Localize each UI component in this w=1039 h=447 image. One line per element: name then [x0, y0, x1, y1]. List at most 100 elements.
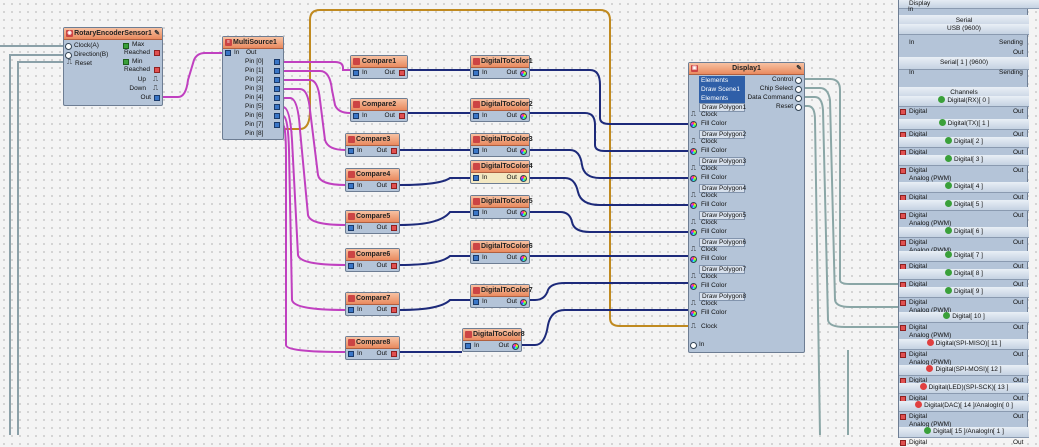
display-right-pin-connector[interactable] [795, 86, 802, 93]
wire-clock-loop[interactable] [283, 9, 690, 327]
max-reached-pin[interactable] [154, 50, 160, 56]
out-pin-connector[interactable] [154, 95, 160, 101]
color-in-pin[interactable] [473, 175, 479, 181]
up-pin-connector[interactable]: ⎍ [153, 76, 158, 83]
draw-scene-row[interactable]: Draw Scene1 [699, 85, 745, 94]
color-out-pin[interactable] [520, 148, 527, 155]
arduino-digital-connector[interactable] [900, 300, 906, 306]
arduino-digital-connector[interactable] [900, 440, 906, 446]
color-in-pin[interactable] [473, 148, 479, 154]
color-in-pin[interactable] [473, 299, 479, 305]
arduino-digital-connector[interactable] [900, 352, 906, 358]
compare-in-pin[interactable] [348, 148, 354, 154]
display-component[interactable]: ▣Display1✎ Elements Draw Scene1 Elements… [688, 62, 805, 353]
arduino-digital-connector[interactable] [900, 325, 906, 331]
compare-out-pin[interactable] [399, 113, 405, 119]
compare-out-pin[interactable] [391, 307, 397, 313]
wire-c5[interactable] [399, 211, 470, 226]
color-out-pin[interactable] [520, 299, 527, 306]
display-right-pin-connector[interactable] [795, 104, 802, 111]
draw-polygon-row[interactable]: Draw Polygon3 [699, 157, 746, 166]
arduino-digital-connector[interactable] [900, 213, 906, 219]
rotary-encoder[interactable]: ◉RotaryEncoderSensor1✎ Clock(A) Directio… [63, 27, 163, 106]
wire-c4[interactable] [399, 177, 470, 186]
polygon-clock-icon[interactable]: ⎍ [691, 138, 696, 145]
display-clock-icon[interactable]: ⎍ [691, 323, 696, 330]
wire-control[interactable] [803, 78, 898, 285]
polygon-fill-connector[interactable] [690, 202, 697, 209]
wire-d2[interactable] [530, 112, 690, 152]
polygon-fill-connector[interactable] [690, 283, 697, 290]
multisource-pin-connector[interactable] [274, 122, 280, 128]
color-in-pin[interactable] [473, 113, 479, 119]
polygon-clock-icon[interactable]: ⎍ [691, 246, 696, 253]
wire-pin0[interactable] [283, 61, 350, 71]
multisource-pin-connector[interactable] [274, 59, 280, 65]
wire-d4[interactable] [530, 177, 690, 206]
wire-pin4[interactable] [283, 97, 346, 226]
wire-c7[interactable] [399, 299, 470, 311]
wire-pin6[interactable] [282, 115, 346, 311]
min-reached-pin[interactable] [154, 67, 160, 73]
multisource-in-pin[interactable] [225, 50, 231, 56]
compare-in-pin[interactable] [353, 113, 359, 119]
polygon-clock-icon[interactable]: ⎍ [691, 111, 696, 118]
polygon-fill-connector[interactable] [690, 148, 697, 155]
multisource-pin-connector[interactable] [274, 68, 280, 74]
multisource-pin-connector[interactable] [274, 95, 280, 101]
polygon-clock-icon[interactable]: ⎍ [691, 219, 696, 226]
color-out-pin[interactable] [512, 343, 519, 350]
draw-polygon-row[interactable]: Draw Polygon5 [699, 211, 746, 220]
multisource[interactable]: ≡MultiSource1 In Out Pin [0]Pin [1]Pin [… [222, 36, 284, 140]
multisource-pin-connector[interactable] [274, 77, 280, 83]
compare-out-pin[interactable] [391, 148, 397, 154]
compare-in-pin[interactable] [348, 351, 354, 357]
wire-pin5[interactable] [282, 106, 346, 266]
elements-row[interactable]: Elements [699, 76, 745, 85]
color-in-pin[interactable] [473, 210, 479, 216]
wire-pin1[interactable] [283, 70, 351, 114]
direction-pin-connector[interactable] [65, 52, 72, 59]
compare-out-pin[interactable] [391, 351, 397, 357]
compare-out-pin[interactable] [391, 225, 397, 231]
multisource-pin-connector[interactable] [274, 113, 280, 119]
polygon-fill-connector[interactable] [690, 229, 697, 236]
compare-in-pin[interactable] [348, 183, 354, 189]
wire-chipselect[interactable] [803, 87, 898, 308]
color-in-pin[interactable] [465, 343, 471, 349]
polygon-clock-icon[interactable]: ⎍ [691, 273, 696, 280]
polygon-clock-icon[interactable]: ⎍ [691, 165, 696, 172]
color-out-pin[interactable] [520, 70, 527, 77]
draw-polygon-row[interactable]: Draw Polygon2 [699, 130, 746, 139]
arduino-digital-connector[interactable] [900, 414, 906, 420]
wire-direction-in[interactable] [9, 54, 63, 435]
arduino-board[interactable]: Display In Serial USB (9600) In Sending … [898, 0, 1039, 446]
elements-row-2[interactable]: Elements [699, 94, 745, 103]
wire-reset-in[interactable] [17, 61, 63, 435]
wire-d1[interactable] [530, 69, 690, 125]
color-out-pin[interactable] [520, 210, 527, 217]
clock-pin-connector[interactable] [65, 43, 72, 50]
color-out-pin[interactable] [520, 113, 527, 120]
wire-d8[interactable] [522, 309, 690, 346]
multisource-pin-connector[interactable] [274, 86, 280, 92]
color-out-pin[interactable] [520, 175, 527, 182]
polygon-fill-connector[interactable] [690, 256, 697, 263]
wire-reset[interactable] [803, 105, 821, 436]
wire-pin2[interactable] [283, 79, 346, 151]
compare-in-pin[interactable] [353, 70, 359, 76]
compare-out-pin[interactable] [391, 263, 397, 269]
color-out-pin[interactable] [520, 255, 527, 262]
wire-pin3[interactable] [283, 88, 346, 186]
wire-d3[interactable] [530, 149, 690, 179]
